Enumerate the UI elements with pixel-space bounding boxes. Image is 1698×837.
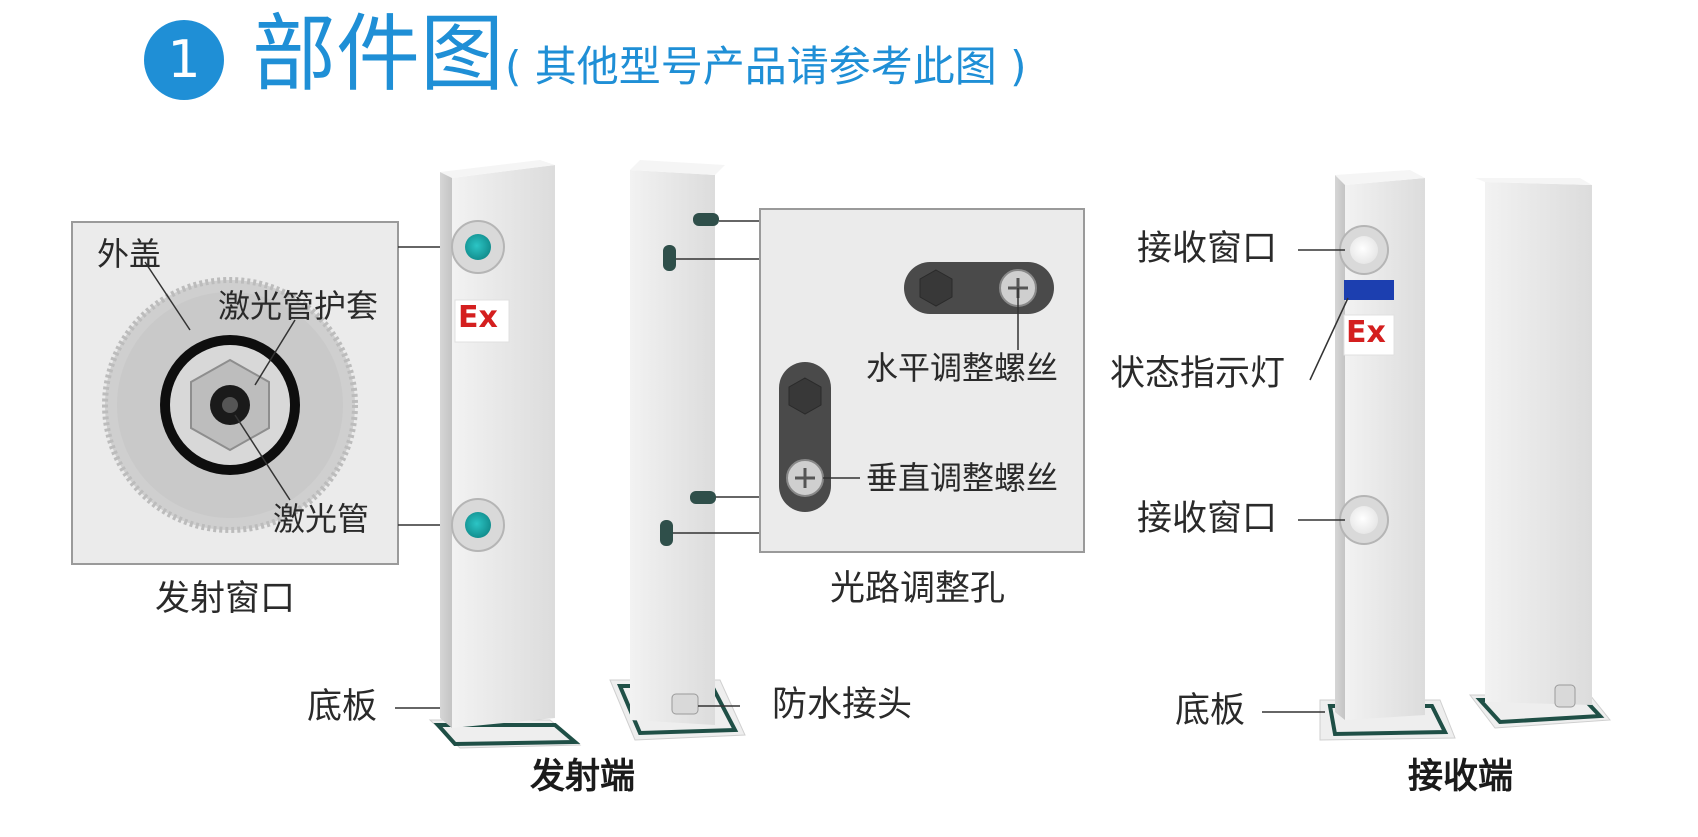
label-horizontal-screw: 水平调整螺丝 (866, 349, 1059, 387)
section-number-badge: 1 (144, 20, 224, 100)
page-title: 部件图 (252, 5, 505, 103)
caption-transmitter: 发射端 (530, 757, 636, 797)
label-receive-window-bottom: 接收窗口 (1137, 499, 1278, 539)
label-laser-sleeve: 激光管护套 (218, 287, 379, 325)
ex-badge-receiver: Ex (1346, 315, 1386, 350)
label-vertical-screw: 垂直调整螺丝 (866, 459, 1059, 497)
receiver-pole-front (1319, 170, 1456, 741)
label-outer-cover: 外盖 (97, 235, 162, 273)
transmitter-pole-rear (609, 160, 746, 741)
ex-badge-transmitter: Ex (458, 300, 498, 335)
page-subtitle: ( 其他型号产品请参考此图 ) (505, 42, 1027, 91)
transmit-window-detail (71, 221, 399, 565)
label-laser-tube: 激光管 (273, 500, 370, 538)
label-status-indicator: 状态指示灯 (1110, 354, 1286, 394)
label-base-plate-right: 底板 (1175, 691, 1246, 731)
caption-receiver: 接收端 (1408, 757, 1514, 797)
optical-adjust-detail (759, 208, 1085, 553)
label-receive-window-top: 接收窗口 (1137, 229, 1278, 269)
transmitter-pole-front (428, 160, 582, 749)
label-optical-adjust-hole: 光路调整孔 (830, 569, 1006, 609)
receiver-pole-rear (1468, 178, 1611, 729)
leader-line (1309, 297, 1349, 381)
label-base-plate-left: 底板 (307, 687, 378, 727)
label-waterproof-joint: 防水接头 (772, 685, 913, 725)
label-transmit-window: 发射窗口 (155, 579, 296, 619)
